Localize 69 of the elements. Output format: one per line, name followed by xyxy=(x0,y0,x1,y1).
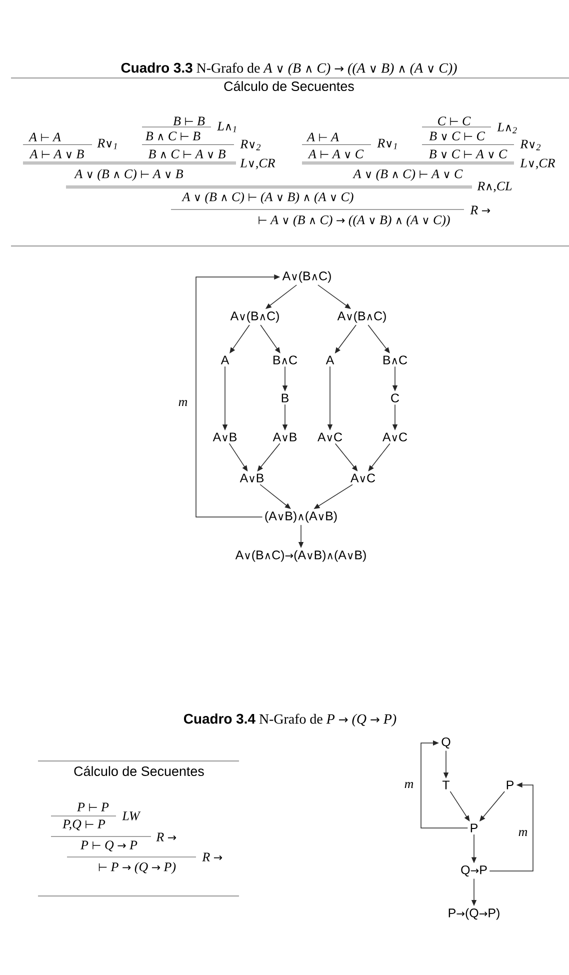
arrow xyxy=(260,484,291,509)
formula-label: A∨B xyxy=(272,432,297,442)
formula-label: A∨(B∧C) xyxy=(337,311,386,323)
column-header: Cálculo de Secuentes xyxy=(224,81,354,92)
rule-name: L∨,CR xyxy=(240,158,276,170)
sequent: A ∨ (B ∧ C) ⊢ A ∨ B xyxy=(74,169,183,181)
formula-label: T xyxy=(442,780,450,790)
rule-name: R∨$_{2}$ xyxy=(520,140,540,150)
rule-name: L∧$_{1}$ xyxy=(217,122,236,132)
rule-name: R∨$_{1}$ xyxy=(97,138,117,150)
formula-label: A∨C xyxy=(318,432,342,442)
formula-label: P xyxy=(506,780,514,790)
sequent: B ∨ C ⊢ A ∨ C xyxy=(429,150,508,158)
rule-name: R → xyxy=(156,832,176,842)
rule-name: R∨$_{1}$ xyxy=(377,138,397,150)
sequent: B ∧ C ⊢ B xyxy=(146,132,200,140)
table-title: Cuadro 3.3 N-Grafo de A ∨ (B ∧ C) → ((A ∨ B) ∧ (A ∨ C)) xyxy=(121,62,457,76)
formula-label: A∨(B∧C) xyxy=(230,311,279,323)
sequent: A ∨ (B ∧ C) ⊢ A ∨ C xyxy=(352,169,463,181)
sequent: A ⊢ A xyxy=(28,132,61,142)
edge-label: m xyxy=(178,400,188,406)
arrow xyxy=(257,443,280,472)
formula-label: B∧C xyxy=(274,356,298,364)
sequent: C ⊢ C xyxy=(438,116,471,126)
sequent: B ∨ C ⊢ C xyxy=(429,132,486,140)
rule-name: R∧,CL xyxy=(477,182,512,192)
arrow xyxy=(368,443,390,472)
rule-name: R∨$_{2}$ xyxy=(240,140,260,150)
formula-label: A∨(B∧C)→(A∨B)∧(A∨B) xyxy=(235,550,366,562)
sequent: A ⊢ A ∨ B xyxy=(29,150,84,158)
edge-label: m xyxy=(518,830,528,836)
loop-arrow xyxy=(420,740,468,828)
edge-label: m xyxy=(404,782,414,788)
formula-label: B xyxy=(282,394,288,402)
sequent: B ⊢ B xyxy=(173,116,205,126)
formula-label: A xyxy=(220,356,230,364)
sequent: B ∧ C ⊢ A ∨ B xyxy=(148,150,226,158)
formula-label: Q→P xyxy=(461,865,487,877)
formula-label: C xyxy=(391,394,400,402)
rule-name: LW xyxy=(122,812,141,820)
sequent: P,Q ⊢ P xyxy=(62,820,106,830)
arrow xyxy=(318,284,351,309)
sequent: A ⊢ A ∨ C xyxy=(308,150,364,158)
sequent: ⊢ A ∨ (B ∧ C) → ((A ∨ B) ∧ (A ∨ C)) xyxy=(258,215,450,227)
rule-name: L∧$_{2}$ xyxy=(497,122,517,134)
formula-label: B∧C xyxy=(384,356,408,364)
sequent: ⊢ P → (Q → P) xyxy=(98,862,176,874)
formula-label: P xyxy=(470,824,478,832)
arrow xyxy=(228,443,248,472)
arrow xyxy=(230,324,250,354)
formula-label: Q xyxy=(442,738,450,749)
sequent: A ⊢ A xyxy=(306,132,339,142)
formula-label: A∨C xyxy=(350,474,376,482)
column-header: Cálculo de Secuentes xyxy=(74,766,204,776)
sequent: P ⊢ P xyxy=(77,802,109,812)
formula-label: A∨(B∧C) xyxy=(282,271,331,283)
rule-name: L∨,CR xyxy=(520,158,556,170)
arrow xyxy=(450,791,470,822)
rule-name: R → xyxy=(470,206,490,214)
rule-name: R → xyxy=(202,852,222,862)
formula-label: (A∨B)∧(A∨B) xyxy=(265,511,337,523)
formula-label: A∨B xyxy=(212,432,237,442)
table-title: Cuadro 3.4 N-Grafo de P → (Q → P) xyxy=(184,713,396,727)
sequent: P ⊢ Q → P xyxy=(80,840,138,852)
sequent: A ∨ (B ∧ C) ⊢ (A ∨ B) ∧ (A ∨ C) xyxy=(182,192,354,204)
formula-label: P→(Q→P) xyxy=(448,908,500,920)
formula-label: A∨B xyxy=(240,474,264,482)
formula-label: A xyxy=(326,356,334,364)
formula-label: A∨C xyxy=(382,432,408,442)
